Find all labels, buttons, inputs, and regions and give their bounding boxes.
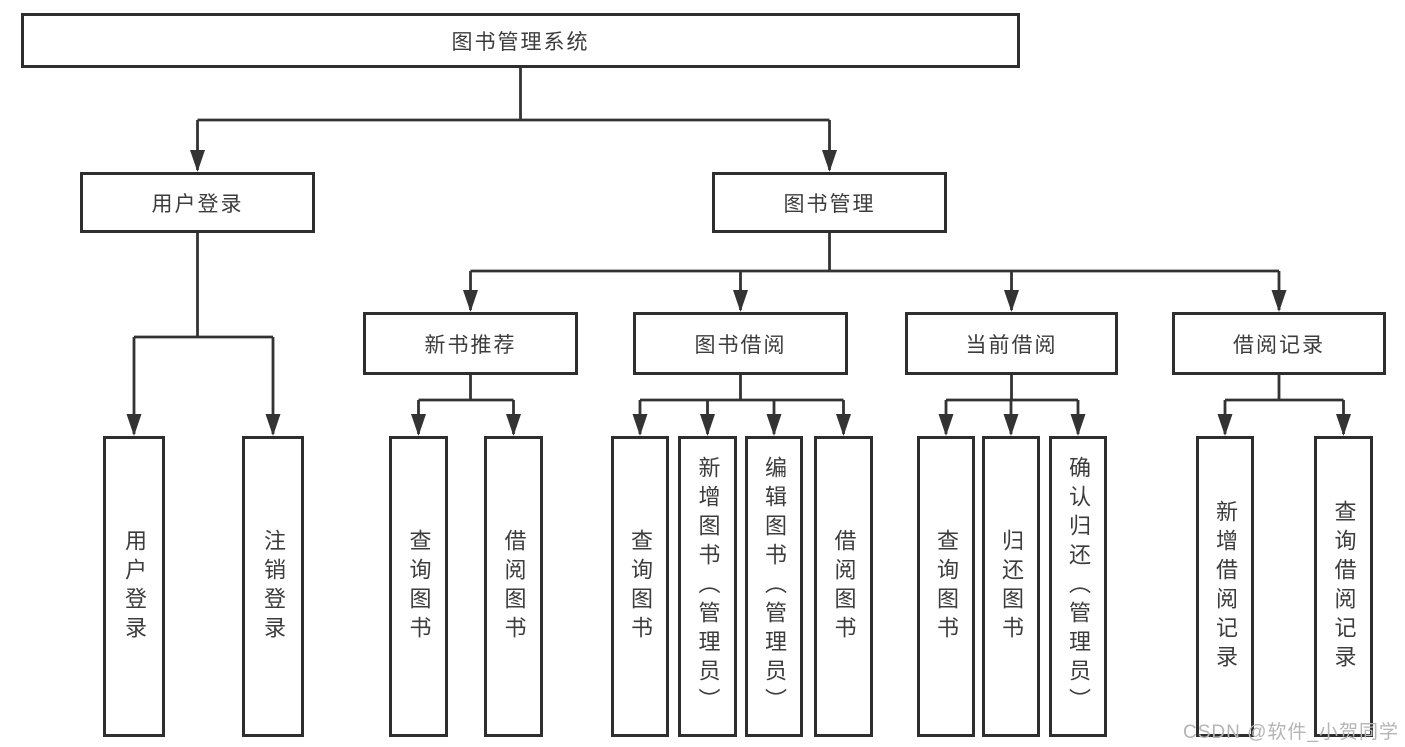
node-borrow-records: 借阅记录 bbox=[1172, 312, 1386, 375]
arrowhead bbox=[836, 414, 851, 436]
arrowhead bbox=[1217, 414, 1233, 436]
arrowhead bbox=[265, 414, 281, 436]
arrowhead bbox=[632, 414, 648, 436]
node-current-borrow: 当前借阅 bbox=[905, 312, 1118, 375]
arrowhead bbox=[1070, 414, 1086, 436]
arrowhead bbox=[766, 414, 782, 436]
leaf-return-book: 归还图书 bbox=[982, 436, 1040, 737]
connector-root-to-level2 bbox=[190, 68, 837, 172]
node-library-system: 图书管理系统 bbox=[21, 13, 1020, 68]
leaf-borrow-books: 借阅图书 bbox=[814, 436, 873, 737]
node-user-login: 用户登录 bbox=[80, 172, 315, 233]
arrowhead bbox=[506, 414, 521, 436]
arrowhead bbox=[700, 414, 715, 436]
leaf-query-books-current: 查询图书 bbox=[917, 436, 975, 737]
connector-borrow-records-branch bbox=[1217, 375, 1351, 436]
node-book-borrow: 图书借阅 bbox=[633, 312, 848, 375]
arrowhead bbox=[126, 414, 142, 436]
arrowhead bbox=[463, 290, 478, 312]
connector-user-login-branch bbox=[126, 233, 281, 436]
leaf-user-login: 用户登录 bbox=[103, 436, 165, 737]
leaf-edit-book-admin: 编辑图书（管理员） bbox=[745, 436, 803, 737]
node-new-book-recommend: 新书推荐 bbox=[363, 312, 578, 375]
connector-book-management-branch bbox=[463, 233, 1287, 312]
leaf-query-books-borrow: 查询图书 bbox=[611, 436, 669, 737]
leaf-borrow-books-recommend: 借阅图书 bbox=[484, 436, 543, 737]
arrowhead bbox=[411, 414, 426, 436]
arrowhead bbox=[190, 150, 205, 172]
leaf-logout: 注销登录 bbox=[242, 436, 304, 737]
connector-book-borrow-branch bbox=[632, 375, 851, 436]
csdn-watermark: CSDN @软件_小贺同学 bbox=[1183, 722, 1399, 743]
arrowhead bbox=[1004, 290, 1019, 312]
leaf-add-borrow-record: 新增借阅记录 bbox=[1196, 436, 1254, 737]
arrowhead bbox=[822, 150, 837, 172]
arrowhead bbox=[1336, 414, 1351, 436]
leaf-query-borrow-record: 查询借阅记录 bbox=[1314, 436, 1373, 737]
node-book-management: 图书管理 bbox=[712, 172, 947, 233]
arrowhead bbox=[1271, 290, 1287, 312]
leaf-confirm-return-admin: 确认归还（管理员） bbox=[1049, 436, 1107, 737]
arrowhead bbox=[938, 414, 954, 436]
connector-current-borrow-branch bbox=[938, 375, 1086, 436]
arrowhead bbox=[733, 290, 748, 312]
connector-new-book-branch bbox=[411, 375, 521, 436]
arrowhead bbox=[1003, 414, 1019, 436]
leaf-query-books-recommend: 查询图书 bbox=[389, 436, 448, 737]
leaf-add-book-admin: 新增图书（管理员） bbox=[678, 436, 737, 737]
